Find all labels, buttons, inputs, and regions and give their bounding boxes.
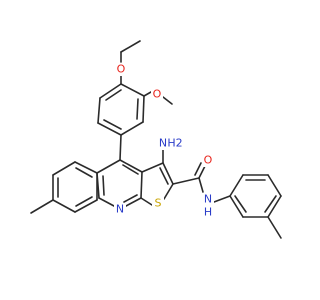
molecule-canvas: O O N H2 O N S N H	[30, 40, 282, 239]
atom-labels: O O N H2 O N S N H	[114, 63, 214, 219]
thiophene-ring	[140, 162, 174, 206]
pyridine-ring	[96, 134, 143, 207]
dimethoxyphenyl-ring	[97, 83, 145, 136]
carbonyl-oxygen: O	[204, 154, 213, 167]
methoxy-groups	[120, 40, 173, 105]
oxygen-atom-methoxy: O	[153, 88, 162, 101]
amino-nitrogen: N	[159, 137, 167, 150]
amide-group	[172, 162, 231, 203]
m-tolyl-ring	[229, 174, 282, 239]
amide-hydrogen: H	[204, 206, 212, 219]
oxygen-atom-top: O	[117, 63, 126, 76]
amide-nitrogen: N	[204, 193, 212, 206]
p-tolyl-ring	[30, 161, 98, 214]
structure-diagram: O O N H2 O N S N H	[30, 40, 282, 239]
pyridine-nitrogen: N	[116, 203, 124, 216]
thiophene-sulfur: S	[155, 197, 162, 210]
amino-hydrogens: H2	[167, 137, 182, 150]
